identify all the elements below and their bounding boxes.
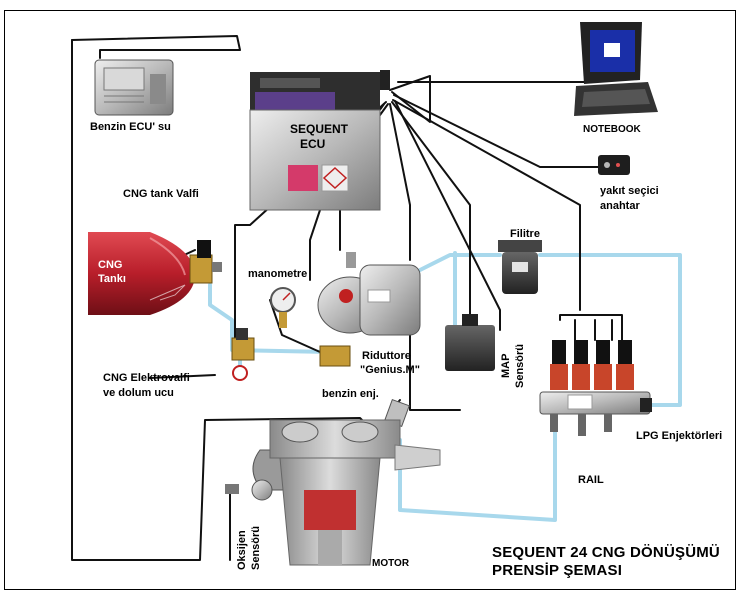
- cng-solenoid-label-line2: ve dolum ucu: [103, 387, 174, 399]
- pressure-gauge-icon: [270, 287, 296, 328]
- cng-tank-label-line1: CNG: [98, 259, 123, 271]
- notebook-label: NOTEBOOK: [583, 124, 641, 135]
- cng-tank-valve-label: CNG tank Valfi: [123, 188, 199, 200]
- map-sensor-label-line1: MAP: [500, 353, 512, 378]
- laptop-icon: [574, 22, 658, 116]
- gas-lines: [208, 251, 682, 522]
- diagram-title-line1: SEQUENT 24 CNG DÖNÜŞÜMÜ: [492, 544, 720, 561]
- fuel-switch-label-line2: anahtar: [600, 200, 640, 212]
- solenoid-valve-icon: [231, 328, 255, 381]
- petrol-injector-label: benzin enj.: [322, 388, 379, 400]
- pressure-reducer-icon: [317, 252, 421, 367]
- cng-solenoid-label-line1: CNG Elektrovalfi: [103, 372, 190, 384]
- oxygen-sensor-label-line1: Oksijen: [236, 530, 248, 570]
- sequent-ecu-label-line1: SEQUENT: [290, 122, 349, 136]
- reducer-label-line1: Riduttore: [362, 350, 411, 362]
- injector-rail-icon: [539, 340, 652, 436]
- fuel-switch-label-line1: yakıt seçici: [600, 185, 659, 197]
- rail-label: RAIL: [578, 474, 604, 486]
- map-sensor-label-line2: Sensörü: [514, 343, 526, 388]
- petrol-ecu-icon: [94, 59, 174, 116]
- sequent-ecu-label-line2: ECU: [300, 137, 326, 151]
- engine-icon: [252, 419, 441, 566]
- diagram-title-line2: PRENSİP ŞEMASI: [492, 562, 623, 579]
- oxygen-sensor-label-line2: Sensörü: [250, 525, 262, 570]
- switch-icon: [598, 155, 630, 175]
- valve-icon: [189, 240, 222, 284]
- filter-label: Filitre: [510, 228, 540, 240]
- manometer-label: manometre: [248, 268, 308, 280]
- oxygen-sensor-icon: [225, 479, 273, 501]
- lpg-injectors-label: LPG Enjektörleri: [636, 430, 723, 442]
- gas-cylinder-icon: [88, 232, 195, 315]
- engine-label: MOTOR: [372, 558, 410, 569]
- petrol-ecu-label: Benzin ECU' su: [90, 121, 171, 133]
- cng-tank-label-line2: Tankı: [98, 273, 126, 285]
- sensor-icon: [445, 314, 495, 371]
- filter-icon: [498, 240, 542, 294]
- sequent-ecu-icon: [249, 70, 390, 211]
- diagram-border: [4, 10, 736, 590]
- reducer-label-line2: "Genius.M": [360, 364, 420, 376]
